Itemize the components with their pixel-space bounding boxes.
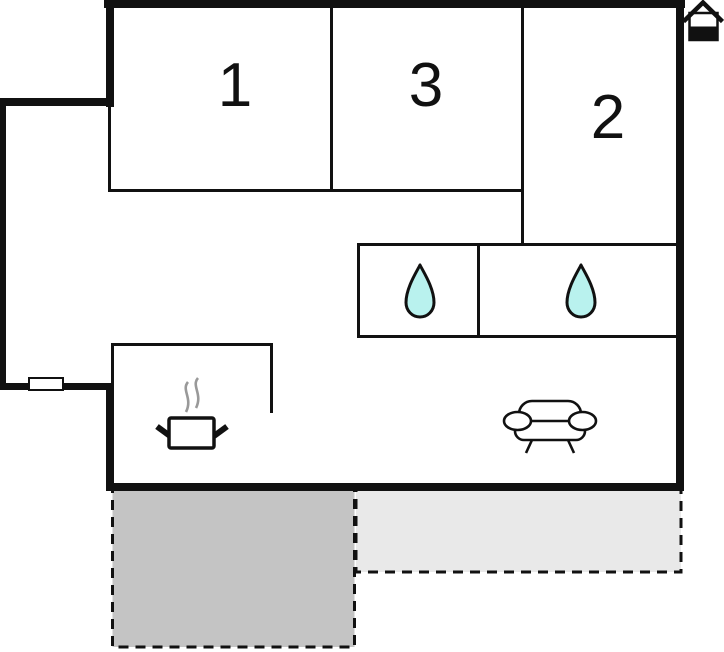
- sofa-icon: [502, 399, 598, 454]
- exterior-wall-left-upper: [106, 0, 114, 107]
- exterior-wall-right: [676, 0, 684, 491]
- steam-icon: [184, 381, 190, 413]
- cooking-pot-icon: [155, 377, 229, 450]
- water-drop-icon: [565, 263, 597, 319]
- alcove-wall-top: [0, 98, 114, 106]
- window-marker: [28, 377, 64, 391]
- north-house-icon: [682, 0, 724, 42]
- alcove-wall-left: [0, 98, 6, 390]
- terrace-dark: [111, 484, 356, 649]
- steam-icon: [194, 377, 200, 409]
- water-drop-icon: [404, 263, 436, 319]
- exterior-wall-bottom: [107, 483, 684, 491]
- kitchen-wall-right: [270, 343, 273, 413]
- room-1-label: 1: [217, 51, 253, 120]
- room-3-label: 3: [408, 51, 444, 120]
- kitchen-wall-top: [111, 343, 273, 346]
- alcove-floor: [0, 98, 110, 391]
- kitchen-wall-left: [111, 343, 114, 385]
- terrace-light: [354, 484, 683, 574]
- exterior-wall-top: [104, 0, 685, 8]
- room-2-label: 2: [590, 83, 626, 152]
- exterior-wall-left-lower: [106, 383, 114, 491]
